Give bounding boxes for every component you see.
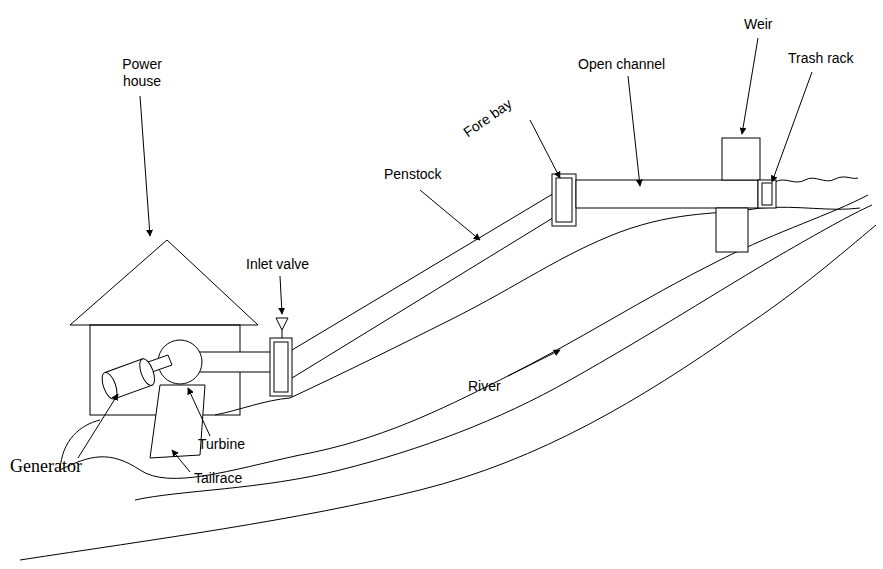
river-bank [60,195,868,478]
part-label: Trash rack [788,50,854,67]
trash-rack [762,183,772,205]
part-label: Fore bay [460,95,515,141]
leader-arrow [188,388,210,436]
penstock-pipe [292,192,556,350]
leader-arrow [742,38,758,134]
leader-arrow [172,450,190,472]
part-label: Inlet valve [246,256,309,273]
tailrace [150,385,205,458]
leader-arrow [280,276,282,314]
leader-arrow [78,394,118,458]
generator-symbol [99,357,157,401]
valve-housing [274,342,288,392]
part-label: Generator [10,456,82,476]
valve-symbol [276,318,288,338]
leader-arrow [140,96,150,236]
leader-arrow [530,120,560,178]
part-label: Weir [744,16,773,33]
river-bank [135,205,872,500]
weir [722,138,760,180]
trash-rack [758,180,776,208]
part-label: Open channel [578,56,665,73]
open-channel [576,180,758,208]
leader-arrow [628,76,640,186]
water-line [775,177,858,182]
house-roof [70,240,258,325]
leader-arrow [772,72,812,182]
part-label: Penstock [384,166,442,183]
terrain-line [215,398,290,415]
terrain-line [20,225,876,560]
terrain-line [290,207,860,398]
penstock-pipe [292,216,556,378]
part-label: River [468,378,501,395]
part-label: Power house [112,56,172,90]
forebay-tank [556,178,572,222]
valve-housing [270,338,292,396]
inlet-pipe [198,352,272,372]
leader-arrows [78,38,812,472]
forebay-tank [552,174,576,226]
weir [716,208,748,252]
part-label: Turbine [198,436,245,453]
leader-arrow [420,190,480,240]
part-label: Tailrace [194,470,242,487]
leader-arrow [508,350,560,376]
